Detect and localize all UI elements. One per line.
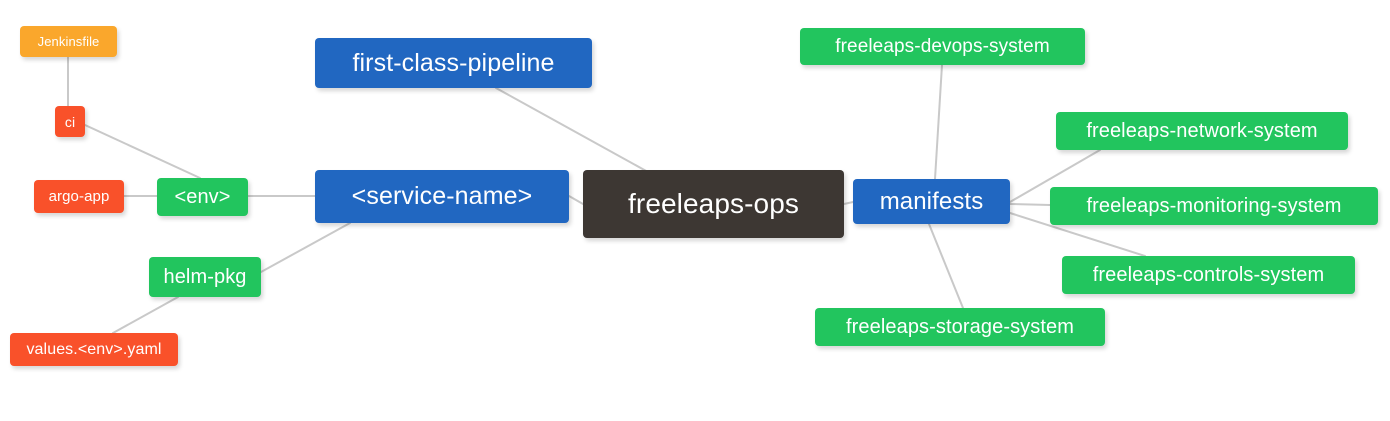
- node-ci[interactable]: ci: [55, 106, 85, 137]
- node-env[interactable]: <env>: [157, 178, 248, 216]
- node-label: <env>: [174, 186, 231, 208]
- node-helmpkg[interactable]: helm-pkg: [149, 257, 261, 297]
- node-label: ci: [64, 113, 76, 130]
- edge-root-to-manifests: [843, 201, 854, 205]
- node-label: freeleaps-controls-system: [1092, 264, 1325, 286]
- node-label: freeleaps-monitoring-system: [1086, 195, 1342, 217]
- node-label: freeleaps-storage-system: [845, 316, 1075, 338]
- node-label: argo-app: [48, 188, 110, 205]
- node-root[interactable]: freeleaps-ops: [583, 170, 844, 238]
- node-label: freeleaps-ops: [628, 188, 799, 219]
- edge-manifests-to-storage: [928, 223, 964, 309]
- node-pipeline[interactable]: first-class-pipeline: [315, 38, 592, 88]
- edge-env-to-ci: [84, 124, 201, 179]
- node-manifests[interactable]: manifests: [853, 179, 1010, 224]
- edge-root-to-pipeline: [495, 87, 649, 173]
- edge-manifests-to-devops: [934, 64, 943, 180]
- node-label: Jenkinsfile: [37, 34, 100, 49]
- node-label: manifests: [879, 187, 984, 215]
- node-label: freeleaps-network-system: [1086, 120, 1318, 142]
- node-network[interactable]: freeleaps-network-system: [1056, 112, 1348, 150]
- node-controls[interactable]: freeleaps-controls-system: [1062, 256, 1355, 294]
- node-label: first-class-pipeline: [352, 48, 555, 77]
- node-label: values.<env>.yaml: [26, 340, 162, 358]
- node-storage[interactable]: freeleaps-storage-system: [815, 308, 1105, 346]
- node-label: helm-pkg: [163, 266, 247, 288]
- edge-service-to-helmpkg: [260, 222, 351, 273]
- edge-root-to-service: [568, 195, 584, 205]
- node-argoapp[interactable]: argo-app: [34, 180, 124, 213]
- node-valuesyaml[interactable]: values.<env>.yaml: [10, 333, 178, 366]
- node-label: freeleaps-devops-system: [835, 36, 1050, 57]
- node-jenkinsfile[interactable]: Jenkinsfile: [20, 26, 117, 57]
- edge-manifests-to-monitoring: [1009, 203, 1051, 206]
- edge-helmpkg-to-valuesyaml: [112, 296, 179, 334]
- node-service[interactable]: <service-name>: [315, 170, 569, 223]
- node-devops[interactable]: freeleaps-devops-system: [800, 28, 1085, 65]
- node-monitoring[interactable]: freeleaps-monitoring-system: [1050, 187, 1378, 225]
- node-label: <service-name>: [351, 182, 533, 210]
